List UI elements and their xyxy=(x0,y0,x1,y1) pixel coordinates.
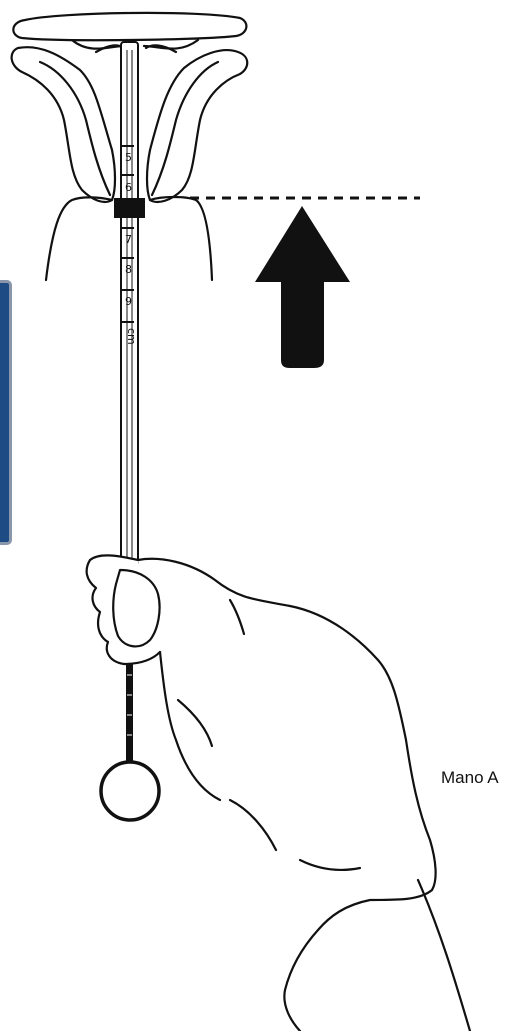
side-panel xyxy=(0,280,12,545)
plunger xyxy=(101,660,159,820)
plunger-ring xyxy=(101,762,159,820)
scale-mark-7: 7 xyxy=(125,233,132,246)
hand-label: Mano A xyxy=(441,768,499,788)
up-arrow-icon xyxy=(255,206,350,368)
scale-mark-8: 8 xyxy=(125,263,132,276)
scale-unit-cm: cm xyxy=(125,328,138,345)
scale-mark-5: 5 xyxy=(125,151,132,164)
flange xyxy=(114,198,145,218)
scale-mark-9: 9 xyxy=(125,295,132,308)
scale-mark-6: 6 xyxy=(125,181,132,194)
